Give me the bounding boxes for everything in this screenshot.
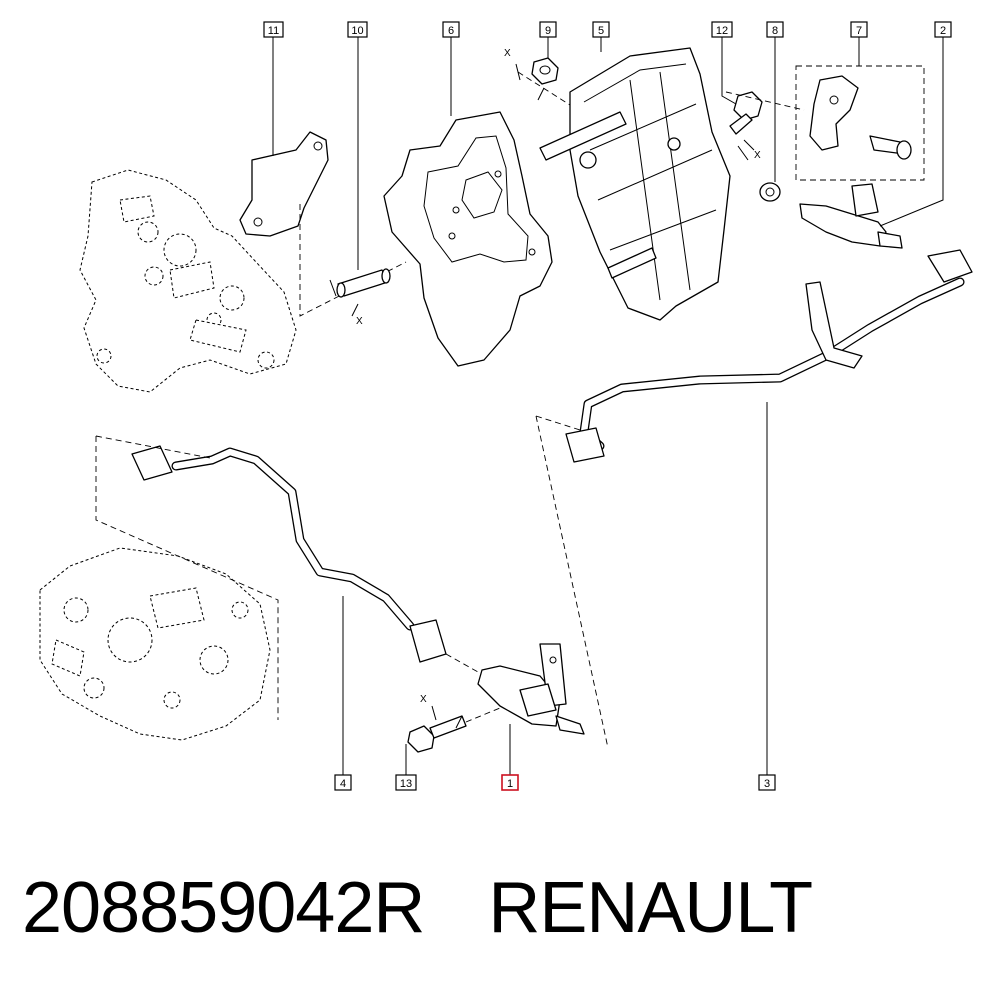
callout-label: 9 — [545, 25, 551, 37]
valve-bolt — [407, 715, 467, 753]
callout-5: 5 — [592, 21, 610, 38]
callout-9: 9 — [539, 21, 557, 38]
callout-7: 7 — [850, 21, 868, 38]
brand-name: RENAULT — [488, 868, 813, 948]
callout-11: 11 — [263, 21, 284, 38]
fuel-injector — [799, 183, 903, 249]
callout-13: 13 — [395, 774, 417, 791]
engine-block-ghost — [79, 169, 297, 393]
leader-lines — [272, 37, 944, 775]
callout-label: 7 — [856, 25, 862, 37]
mounting-bracket — [539, 47, 731, 321]
callout-label: 8 — [772, 25, 778, 37]
dimension-mark-x: X — [754, 150, 761, 161]
callout-label: 5 — [598, 25, 604, 37]
callout-label: 2 — [940, 25, 946, 37]
stud-bolt — [336, 268, 391, 298]
callout-label: 1 — [507, 778, 513, 790]
callout-4: 4 — [334, 774, 352, 791]
callout-12: 12 — [711, 21, 733, 38]
callout-1-highlighted: 1 — [501, 774, 519, 791]
callout-label: 11 — [268, 25, 279, 37]
callout-10: 10 — [347, 21, 368, 38]
dimension-mark-x: X — [420, 694, 427, 705]
heat-shield — [383, 111, 553, 367]
callout-8: 8 — [766, 21, 784, 38]
dimension-mark-x: X — [356, 316, 363, 327]
callout-label: 12 — [716, 25, 728, 37]
callout-2: 2 — [934, 21, 952, 38]
callout-label: 4 — [340, 778, 346, 790]
upper-fuel-hose — [565, 249, 973, 463]
callout-label: 6 — [448, 25, 454, 37]
bracket-bolt — [729, 91, 763, 135]
washer — [759, 182, 781, 202]
dimension-mark-x: X — [504, 48, 511, 59]
callout-label: 10 — [351, 25, 363, 37]
high-pressure-pump-ghost — [39, 547, 271, 741]
injector-clamp — [809, 75, 859, 151]
gasket-plate — [239, 131, 329, 237]
lower-fuel-hose — [131, 445, 447, 663]
caption: 208859042R RENAULT — [22, 858, 982, 958]
nut — [531, 57, 559, 85]
clamp-screw — [869, 135, 912, 160]
callout-label: 3 — [764, 778, 770, 790]
callout-3: 3 — [758, 774, 776, 791]
callout-label: 13 — [400, 778, 412, 790]
part-number: 208859042R — [22, 868, 425, 948]
callout-6: 6 — [442, 21, 460, 38]
fuel-pressure-valve — [477, 643, 585, 735]
